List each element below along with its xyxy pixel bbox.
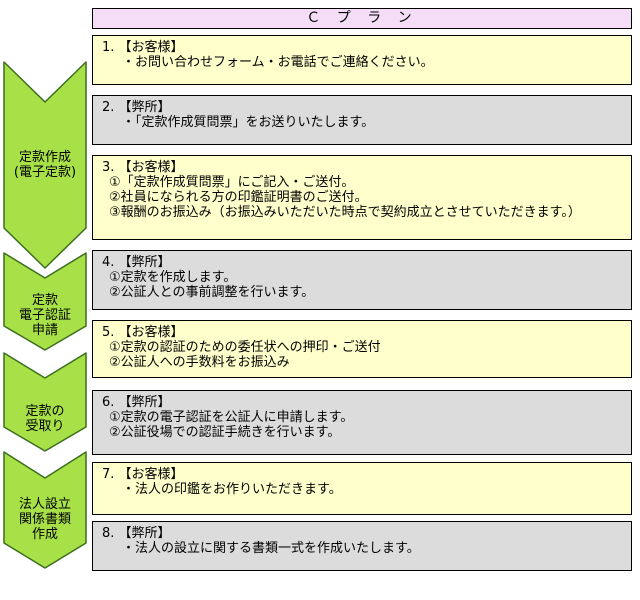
phase-label-line: (電子定款)	[13, 165, 77, 180]
phase-label-line: 作成	[31, 527, 58, 542]
phase-label-line: 定款の	[25, 404, 65, 419]
phase-label-4: 法人設立関係書類作成	[0, 497, 90, 542]
phase-arrow-2	[3, 252, 87, 351]
step-line: ①定款を作成します。	[109, 270, 237, 285]
step-line: ②公証人との事前調整を行います。	[109, 285, 315, 300]
step-box-1: 1. 【お客様】・お問い合わせフォーム・お電話でご連絡ください。	[92, 35, 632, 85]
step-line: ・「定款作成質問票」をお送りいたします。	[122, 115, 375, 130]
step-line: ・お問い合わせフォーム・お電話でご連絡ください。	[122, 55, 434, 70]
phase-label-3: 定款の受取り	[0, 404, 90, 434]
step-box-2: 2. 【弊所】・「定款作成質問票」をお送りいたします。	[92, 95, 632, 145]
phase-label-line: 申請	[31, 323, 58, 338]
step-line: ・法人の印鑑をお作りいただきます。	[122, 482, 342, 497]
phase-label-2: 定款電子認証申請	[0, 293, 90, 338]
step-line: ②社員になられる方の印鑑証明書のご送付。	[109, 190, 368, 205]
phase-label-line: 定款	[31, 293, 58, 308]
step-line: ①「定款作成質問票」にご記入・ご送付。	[109, 175, 355, 190]
phase-arrow-1	[3, 61, 87, 269]
step-title: 1. 【お客様】	[102, 40, 184, 55]
step-line: ・法人の設立に関する書類一式を作成いたします。	[122, 541, 420, 556]
step-box-6: 6. 【弊所】①定款の電子認証を公証人に申請します。②公証役場での認証手続きを行…	[92, 390, 632, 455]
step-line: ①定款の認証のための委任状への押印・ご送付	[109, 340, 381, 355]
step-title: 8. 【弊所】	[102, 526, 171, 541]
step-box-4: 4. 【弊所】①定款を作成します。②公証人との事前調整を行います。	[92, 250, 632, 310]
step-line: ②公証役場での認証手続きを行います。	[109, 425, 341, 440]
step-title: 2. 【弊所】	[102, 100, 171, 115]
step-line: ①定款の電子認証を公証人に申請します。	[109, 410, 354, 425]
step-line: ②公証人への手数料をお振込み	[109, 355, 290, 370]
phase-label-line: 電子認証	[18, 308, 71, 323]
step-title: 3. 【お客様】	[102, 160, 184, 175]
phase-arrows	[3, 61, 87, 569]
step-title: 5. 【お客様】	[102, 325, 184, 340]
plan-header: Ｃ プ ラ ン	[92, 8, 632, 29]
phase-label-line: 関係書類	[18, 512, 71, 527]
phase-label-line: 受取り	[25, 419, 65, 434]
step-title: 7. 【お客様】	[102, 467, 184, 482]
step-title: 6. 【弊所】	[102, 395, 171, 410]
phase-arrow-3	[3, 352, 87, 452]
step-box-8: 8. 【弊所】・法人の設立に関する書類一式を作成いたします。	[92, 521, 632, 571]
phase-label-1: 定款作成(電子定款)	[0, 150, 90, 180]
phase-arrow-4	[3, 451, 87, 569]
step-line: ③報酬のお振込み（お振込みいただいた時点で契約成立とさせていただきます。）	[109, 205, 581, 220]
step-box-7: 7. 【お客様】・法人の印鑑をお作りいただきます。	[92, 462, 632, 515]
phase-label-line: 定款作成	[18, 150, 71, 165]
step-title: 4. 【弊所】	[102, 255, 171, 270]
phase-label-line: 法人設立	[18, 497, 71, 512]
step-box-3: 3. 【お客様】①「定款作成質問票」にご記入・ご送付。②社員になられる方の印鑑証…	[92, 155, 632, 240]
